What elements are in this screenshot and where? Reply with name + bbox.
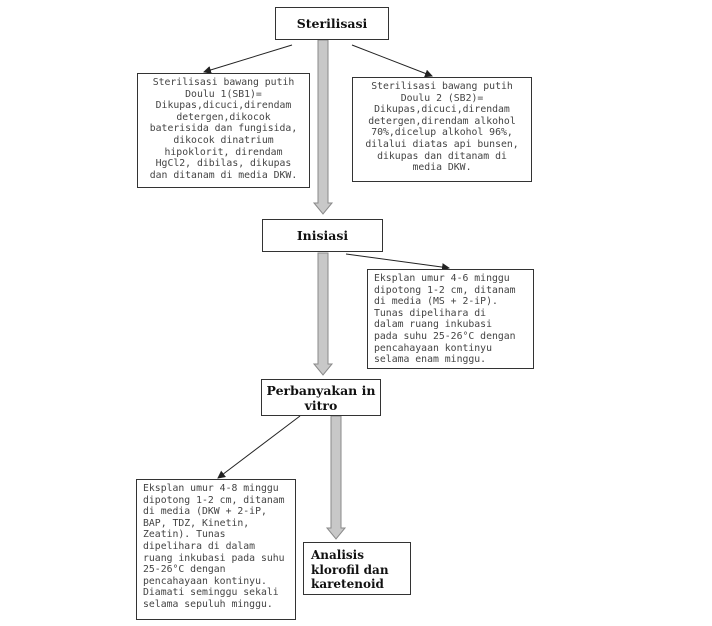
- node-inisiasi-note: Eksplan umur 4-6 minggu dipotong 1-2 cm,…: [367, 269, 534, 369]
- arrow-sterilisasi-to-sb1: [203, 44, 293, 74]
- block-arrow-inisiasi-to-perbanyakan: [312, 252, 334, 376]
- node-perbanyakan-label: Perbanyakan in vitro: [266, 382, 376, 413]
- node-sterilisasi: Sterilisasi: [275, 7, 389, 40]
- node-perbanyakan-note: Eksplan umur 4-8 minggu dipotong 1-2 cm,…: [136, 479, 296, 620]
- node-sterilisasi-label: Sterilisasi: [296, 16, 368, 31]
- arrow-inisiasi-to-note: [345, 253, 450, 272]
- node-inisiasi: Inisiasi: [262, 219, 383, 252]
- arrow-perbanyakan-to-note: [217, 415, 301, 479]
- node-inisiasi-label: Inisiasi: [296, 228, 349, 243]
- arrow-sterilisasi-to-sb2: [351, 44, 433, 78]
- node-analisis: Analisis klorofil dan karetenoid: [303, 542, 411, 595]
- block-arrow-perbanyakan-to-analisis: [325, 415, 347, 540]
- node-sb2: Sterilisasi bawang putih Doulu 2 (SB2)= …: [352, 77, 532, 182]
- block-arrow-sterilisasi-to-inisiasi: [312, 39, 334, 215]
- node-perbanyakan: Perbanyakan in vitro: [261, 379, 381, 416]
- node-sb1: Sterilisasi bawang putih Doulu 1(SB1)= D…: [137, 73, 310, 188]
